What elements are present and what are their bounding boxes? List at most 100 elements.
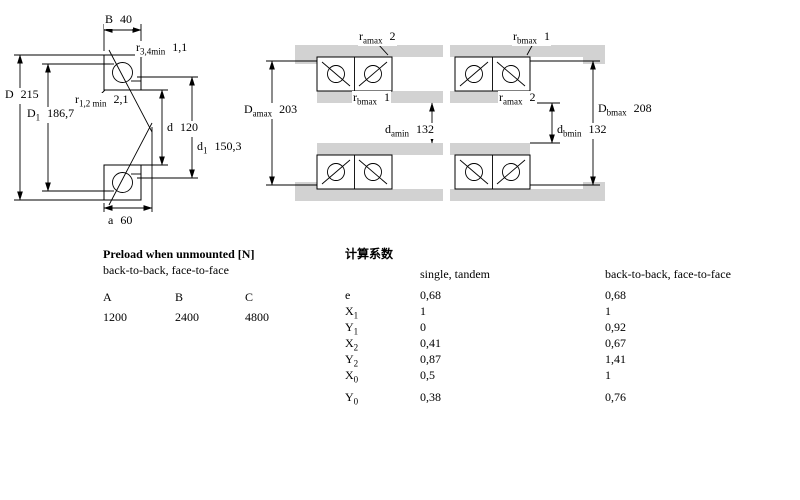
dim-label-D: D 215 <box>4 87 40 104</box>
preload-title: Preload when unmounted [N] <box>103 247 255 261</box>
dim-value: 2 <box>389 29 396 43</box>
factor-symbol-main: Y <box>345 320 354 334</box>
paired-bearing-figure-a <box>266 43 443 201</box>
dim-label-d: d 120 <box>166 120 199 137</box>
dim-subscript: amax <box>503 96 523 107</box>
factor-value-back-to-back: 0,68 <box>605 288 626 302</box>
dim-label-r34min: r3,4min 1,1 <box>135 40 189 57</box>
dim-subscript: bmax <box>357 96 377 107</box>
dim-subscript: amin <box>391 128 409 139</box>
dim-subscript: amax <box>252 108 273 119</box>
preload-header-a: A <box>103 290 112 304</box>
factor-symbol: X1 <box>345 304 359 321</box>
dim-symbol: r <box>513 29 517 43</box>
factor-symbol-main: X <box>345 336 354 350</box>
factor-value-back-to-back: 0,67 <box>605 336 626 350</box>
dim-value: 2 <box>529 90 536 104</box>
factor-symbol: Y0 <box>345 390 359 407</box>
dim-subscript: 1,2 min <box>79 98 107 109</box>
dim-label-Dbmax: Dbmax 208 <box>597 101 653 118</box>
dim-label-ramax-b: ramax 2 <box>498 90 537 107</box>
factor-symbol-sub: 0 <box>353 374 359 385</box>
factor-symbol-main: X <box>345 368 354 382</box>
dim-value: 1 <box>544 29 550 43</box>
dim-symbol: D <box>27 106 36 120</box>
dim-label-rbmax-a: rbmax 1 <box>352 90 391 107</box>
preload-value-b: 2400 <box>175 310 199 324</box>
single-bearing-figure <box>14 24 198 212</box>
dim-symbol: r <box>359 29 363 43</box>
dim-label-D1: D1 186,7 <box>26 106 76 123</box>
factor-value-single-tandem: 0,68 <box>420 288 441 302</box>
factor-symbol-sub: 2 <box>353 342 359 353</box>
factor-value-back-to-back: 0,76 <box>605 390 626 404</box>
dim-label-rbmax-b: rbmax 1 <box>512 29 551 46</box>
factor-symbol-main: Y <box>345 390 354 404</box>
factor-symbol-main: e <box>345 288 351 302</box>
dim-subscript: bmax <box>606 107 627 118</box>
preload-value-a: 1200 <box>103 310 127 324</box>
factor-value-back-to-back: 1 <box>605 368 611 382</box>
factor-symbol: e <box>345 288 351 305</box>
dim-label-r12min: r1,2 min 2,1 <box>74 92 130 109</box>
preload-header-c: C <box>245 290 254 304</box>
factor-value-single-tandem: 0 <box>420 320 426 334</box>
dim-symbol: d <box>167 120 173 134</box>
factor-value-single-tandem: 0,41 <box>420 336 441 350</box>
factor-symbol: Y2 <box>345 352 358 369</box>
dim-label-dbmin: dbmin 132 <box>556 122 608 139</box>
factor-value-single-tandem: 0,38 <box>420 390 441 404</box>
dim-value: 2,1 <box>113 92 129 106</box>
dim-symbol: d <box>197 139 203 153</box>
dim-value: 186,7 <box>47 106 75 120</box>
dim-subscript: bmax <box>517 35 537 46</box>
factors-col2-header: back-to-back, face-to-face <box>605 267 731 281</box>
dim-value: 203 <box>279 102 298 116</box>
dim-symbol: r <box>136 40 140 54</box>
dim-subscript: bmin <box>563 128 582 139</box>
dim-subscript: amax <box>363 35 383 46</box>
dim-symbol: d <box>557 122 563 136</box>
factor-symbol-sub: 0 <box>353 396 359 407</box>
factor-symbol-main: X <box>345 304 354 318</box>
factors-title: 计算系数 <box>345 247 394 261</box>
dim-symbol: r <box>499 90 503 104</box>
dim-value: 150,3 <box>214 139 242 153</box>
dim-value: 1 <box>384 90 390 104</box>
dim-subscript: 3,4min <box>140 46 166 57</box>
factor-symbol-sub: 1 <box>353 310 359 321</box>
dim-symbol: D <box>5 87 14 101</box>
dim-subscript: 1 <box>35 112 41 123</box>
dim-value: 132 <box>588 122 607 136</box>
dim-value: 215 <box>20 87 39 101</box>
factor-value-single-tandem: 0,5 <box>420 368 435 382</box>
dim-value: 120 <box>180 120 198 134</box>
dim-symbol: d <box>385 122 391 136</box>
factors-col1-header: single, tandem <box>420 267 490 281</box>
factor-value-single-tandem: 0,87 <box>420 352 441 366</box>
dim-value: 60 <box>120 213 133 227</box>
technical-drawing <box>14 24 605 212</box>
paired-bearing-figure-b <box>450 43 605 201</box>
dim-subscript: 1 <box>203 145 208 156</box>
factor-value-back-to-back: 1 <box>605 304 611 318</box>
dim-symbol: D <box>598 101 607 115</box>
dim-value: 40 <box>120 12 133 26</box>
factor-symbol-main: Y <box>345 352 354 366</box>
dim-symbol: r <box>75 92 79 106</box>
dim-label-d1: d1 150,3 <box>196 139 243 156</box>
factor-value-back-to-back: 0,92 <box>605 320 626 334</box>
preload-header-b: B <box>175 290 184 304</box>
preload-subtitle: back-to-back, face-to-face <box>103 263 229 277</box>
dim-symbol: r <box>353 90 357 104</box>
factor-symbol: X0 <box>345 368 359 385</box>
dim-symbol: B <box>105 12 114 26</box>
dim-label-ramax-a: ramax 2 <box>358 29 397 46</box>
dim-value: 1,1 <box>172 40 188 54</box>
factor-value-back-to-back: 1,41 <box>605 352 626 366</box>
factor-value-single-tandem: 1 <box>420 304 426 318</box>
dim-value: 208 <box>633 101 652 115</box>
